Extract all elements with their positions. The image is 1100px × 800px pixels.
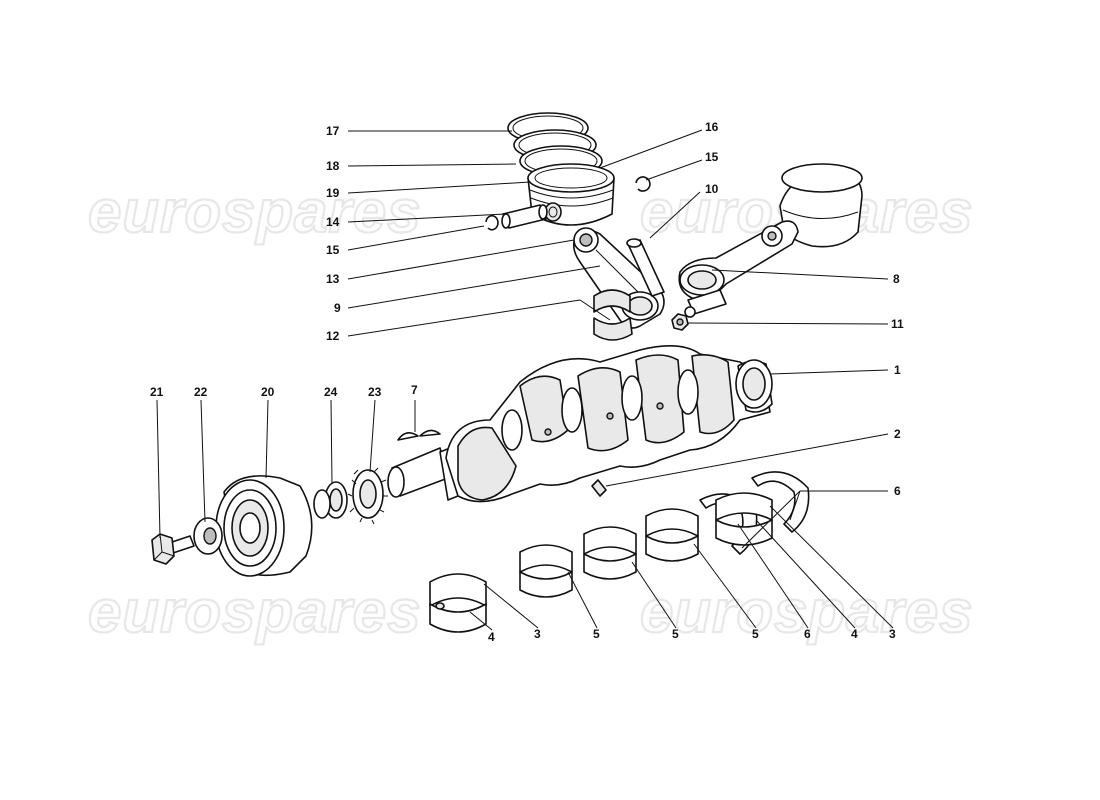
- callout-15: 15: [326, 243, 340, 257]
- callout-18: 18: [326, 159, 340, 173]
- watermark: eurospares: [88, 178, 422, 245]
- callout-3: 3: [534, 627, 541, 641]
- crankshaft: [387, 345, 773, 503]
- circlip: [485, 214, 499, 231]
- main-bearing-shell-rear: [715, 492, 773, 546]
- callout-22: 22: [194, 385, 208, 399]
- callout-8: 8: [893, 272, 900, 286]
- pulley-bolt: [151, 533, 195, 565]
- main-bearing-shell-front: [429, 573, 487, 633]
- circlip: [635, 176, 651, 192]
- callout-23: 23: [368, 385, 382, 399]
- spacer: [313, 481, 348, 519]
- callout-1: 1: [894, 363, 901, 377]
- rod-nut: [671, 313, 689, 331]
- rod-bearing-shells: [593, 289, 633, 341]
- callout-labels: 17 18 19 14 15 13 9 12 16 15 10 8 11 1 2…: [150, 120, 904, 644]
- watermark: eurospares: [88, 578, 422, 645]
- callout-2: 2: [894, 427, 901, 441]
- connecting-rod: [572, 227, 665, 329]
- callout-5: 5: [593, 627, 600, 641]
- callout-24: 24: [324, 385, 338, 399]
- watermark: eurospares: [640, 578, 974, 645]
- callout-10: 10: [705, 182, 719, 196]
- callout-7: 7: [411, 383, 418, 397]
- leader-lines: [156, 129, 894, 631]
- callout-20: 20: [261, 385, 275, 399]
- callout-17: 17: [326, 124, 340, 138]
- callout-3: 3: [889, 627, 896, 641]
- dowel-pin: [591, 479, 607, 497]
- timing-gear: [347, 467, 388, 525]
- callout-14: 14: [326, 215, 340, 229]
- callout-5: 5: [672, 627, 679, 641]
- callout-11: 11: [891, 317, 904, 331]
- callout-16: 16: [705, 120, 719, 134]
- callout-6: 6: [894, 484, 901, 498]
- crank-pulley: [215, 475, 313, 577]
- callout-12: 12: [326, 329, 340, 343]
- callout-13: 13: [326, 272, 340, 286]
- piston-pin: [501, 204, 548, 229]
- rod-assembly: [678, 163, 863, 318]
- callout-6: 6: [804, 627, 811, 641]
- woodruff-keys: [397, 429, 441, 441]
- callout-19: 19: [326, 186, 340, 200]
- callout-21: 21: [150, 385, 164, 399]
- callout-4: 4: [488, 630, 495, 644]
- callout-9: 9: [334, 301, 341, 315]
- callout-15: 15: [705, 150, 719, 164]
- callout-4: 4: [851, 627, 858, 641]
- main-bearing-shell: [583, 526, 637, 580]
- piston-rings: [507, 112, 603, 177]
- main-bearing-shell: [519, 544, 573, 598]
- callout-5: 5: [752, 627, 759, 641]
- main-bearing-shell: [645, 508, 699, 562]
- washer: [193, 517, 223, 555]
